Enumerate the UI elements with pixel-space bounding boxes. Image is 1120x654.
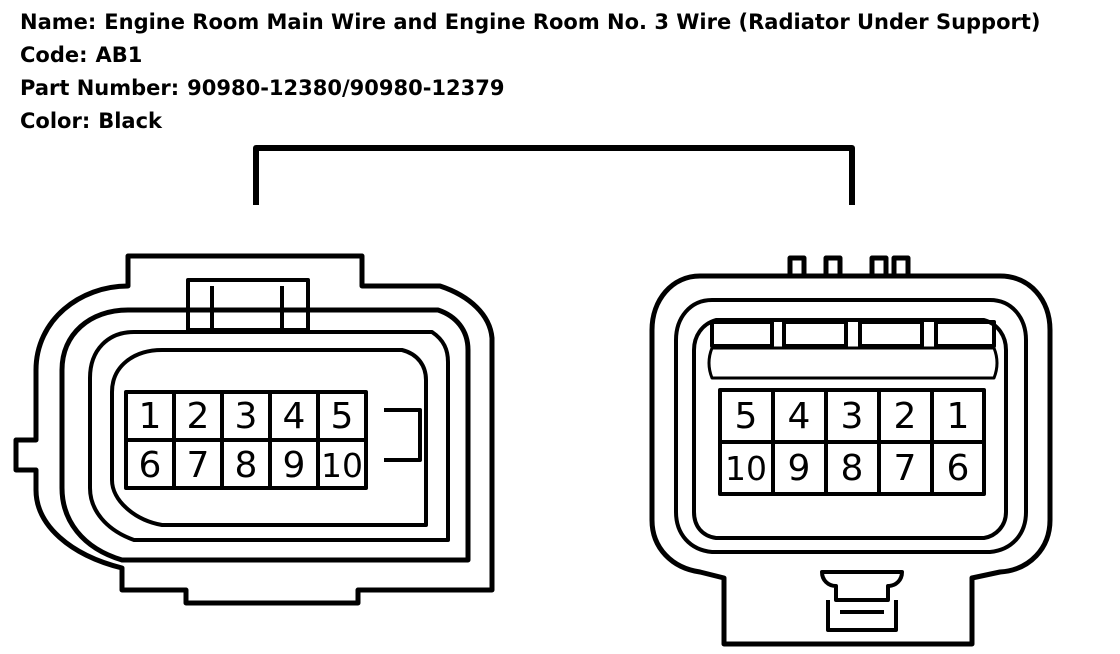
right-pin-label: 9: [788, 448, 811, 489]
left-connector-lock: [186, 278, 310, 332]
right-pin-label: 6: [947, 448, 970, 489]
left-pin-label: 1: [139, 396, 162, 437]
left-pin-label: 5: [331, 396, 354, 437]
left-pin-label: 8: [235, 445, 258, 486]
left-connector: [13, 253, 495, 606]
left-pin-label: 4: [283, 396, 306, 437]
connector-pair-bracket: [253, 145, 855, 205]
left-connector-latch: [384, 408, 422, 462]
color-line: Color: Black: [20, 105, 1041, 138]
left-connector-rim: [59, 307, 471, 563]
left-pin-label: 2: [187, 396, 210, 437]
right-pin-label: 10: [725, 449, 767, 488]
left-connector-pins: 1 2 3 4 5 6 7 8 9 10: [139, 396, 363, 486]
part-number-value: 90980-12380/90980-12379: [187, 76, 505, 100]
code-value: AB1: [95, 43, 143, 67]
name-line: Name: Engine Room Main Wire and Engine Ro…: [20, 6, 1041, 39]
left-connector-housing: [13, 253, 495, 606]
right-connector-bottom-lock: [820, 570, 904, 602]
left-connector-cavity: [110, 348, 428, 527]
left-pin-label: 3: [235, 396, 258, 437]
right-pin-label: 1: [947, 396, 970, 437]
right-connector-housing: [649, 273, 1053, 647]
left-pin-label: 9: [283, 445, 306, 486]
right-pin-label: 2: [894, 396, 917, 437]
right-pin-label: 5: [735, 396, 758, 437]
left-pin-label: 10: [321, 446, 363, 485]
right-connector-bottom-lock-detail: [826, 600, 898, 632]
color-value: Black: [98, 109, 163, 133]
right-connector-top-slots: [710, 320, 996, 348]
left-pin-label: 7: [187, 445, 210, 486]
left-pin-label: 6: [139, 445, 162, 486]
left-connector-inner-rim: [88, 330, 450, 542]
right-pin-label: 4: [788, 396, 811, 437]
part-number-label: Part Number:: [20, 76, 180, 100]
right-connector-cavity-edge: [707, 346, 999, 380]
right-connector: [649, 255, 1053, 647]
left-connector-pin-grid: [126, 392, 366, 488]
code-label: Code:: [20, 43, 88, 67]
right-pin-label: 7: [894, 448, 917, 489]
right-connector-rim: [674, 298, 1028, 554]
code-line: Code: AB1: [20, 39, 1041, 72]
right-connector-pin-grid: [720, 390, 984, 494]
part-number-line: Part Number: 90980-12380/90980-12379: [20, 72, 1041, 105]
right-connector-top-tabs: [787, 255, 911, 276]
right-pin-label: 3: [841, 396, 864, 437]
name-value: Engine Room Main Wire and Engine Room No…: [104, 10, 1041, 34]
right-pin-label: 8: [841, 448, 864, 489]
right-connector-inner-rim: [692, 318, 1008, 540]
connector-info: Name: Engine Room Main Wire and Engine Ro…: [20, 6, 1041, 138]
name-label: Name:: [20, 10, 97, 34]
color-label: Color:: [20, 109, 91, 133]
right-connector-pins: 5 4 3 2 1 10 9 8 7 6: [725, 396, 969, 489]
